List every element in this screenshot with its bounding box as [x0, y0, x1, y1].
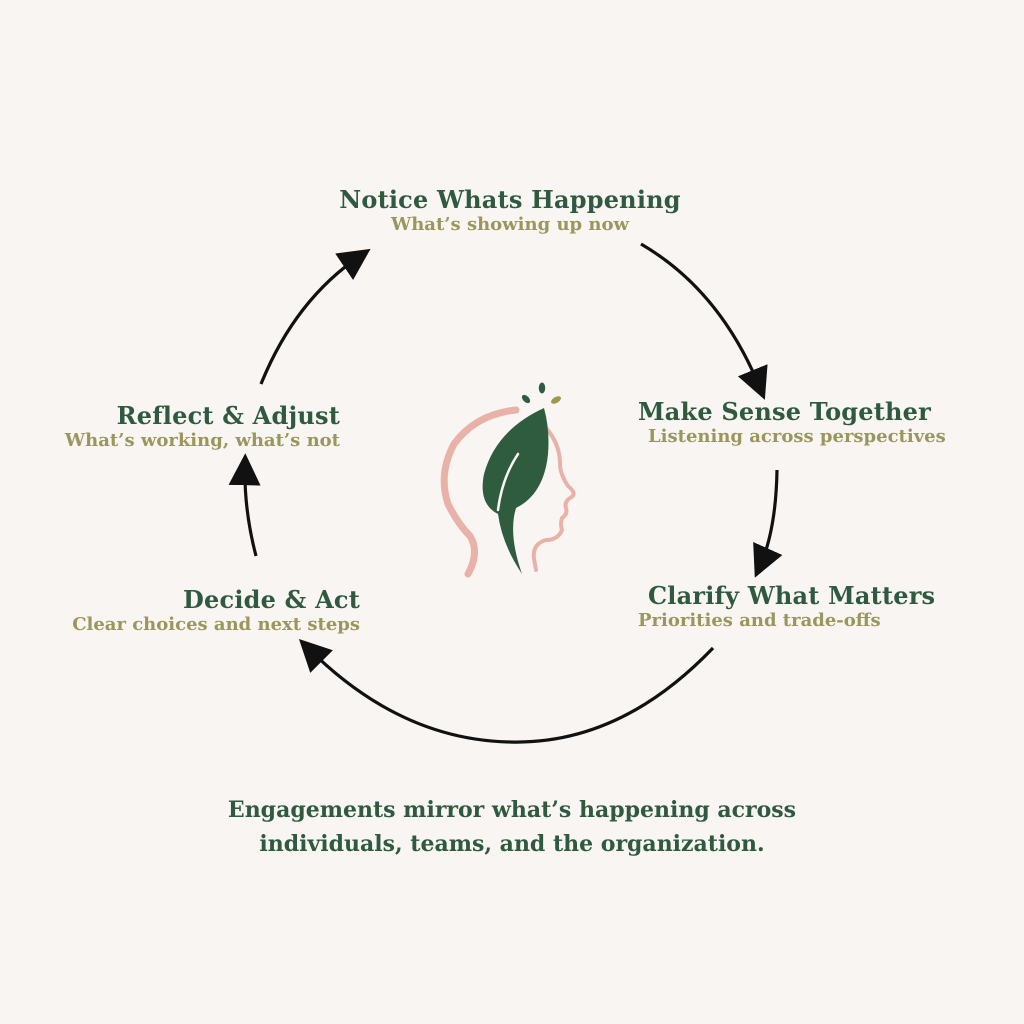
step-title: Clarify What Matters [648, 581, 936, 610]
arrow-reflect-to-notice [259, 248, 371, 385]
step-notice: Notice Whats Happening What’s showing up… [300, 186, 720, 236]
footer-line-1: Engagements mirror what’s happening acro… [227, 797, 797, 823]
step-make-sense: Make Sense Together Listening across per… [638, 398, 998, 448]
step-decide: Decide & Act Clear choices and next step… [30, 586, 360, 636]
step-subtitle: Listening across perspectives [648, 426, 946, 447]
arrow-decide-to-reflect [228, 453, 261, 557]
head-with-leaf-icon [440, 382, 576, 578]
step-title: Decide & Act [183, 585, 360, 614]
droplet-left [521, 394, 531, 404]
step-subtitle: Clear choices and next steps [72, 614, 360, 635]
head-back-outline [440, 406, 520, 578]
arrow-clarify-to-decide [298, 638, 715, 744]
step-title: Make Sense Together [638, 397, 931, 426]
leaf-shape [482, 408, 549, 574]
step-reflect: Reflect & Adjust What’s working, what’s … [20, 402, 340, 452]
face-profile-outline [531, 426, 576, 572]
arrow-notice-to-make-sense [640, 242, 768, 400]
arrow-make-sense-to-clarify [753, 469, 783, 578]
step-title: Reflect & Adjust [116, 401, 340, 430]
droplet-center [538, 382, 546, 394]
leaf-vein [496, 452, 520, 512]
footer-caption: Engagements mirror what’s happening acro… [112, 793, 912, 861]
footer-line-2: individuals, teams, and the organization… [259, 831, 765, 857]
step-subtitle: What’s working, what’s not [64, 430, 340, 451]
step-title: Notice Whats Happening [339, 185, 681, 214]
droplet-right [551, 396, 561, 404]
step-clarify: Clarify What Matters Priorities and trad… [638, 582, 1018, 632]
step-subtitle: What’s showing up now [391, 214, 629, 235]
step-subtitle: Priorities and trade-offs [638, 610, 881, 631]
